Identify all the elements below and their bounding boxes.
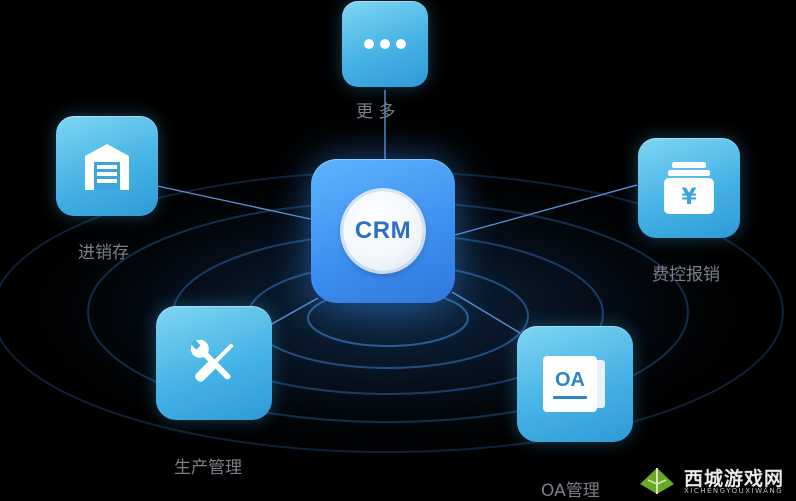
expense-button[interactable]: ¥: [638, 138, 740, 238]
connector-inventory: [156, 185, 316, 221]
more-dots-icon: [364, 39, 406, 49]
svg-text:¥: ¥: [681, 185, 697, 210]
watermark-subtitle: XICHENGYOUXIWANG: [684, 487, 784, 495]
oa-button[interactable]: OA: [517, 326, 633, 442]
warehouse-icon: [85, 144, 129, 190]
expense-label: 费控报销: [652, 265, 720, 285]
connector-production: [269, 297, 319, 326]
watermark: 西城游戏网 XICHENGYOUXIWANG: [636, 462, 794, 498]
oa-label: OA管理: [541, 481, 600, 501]
watermark-title: 西城游戏网: [684, 468, 785, 490]
tools-icon: [189, 338, 234, 382]
oa-icon-text: OA: [555, 369, 585, 391]
connector-expense: [454, 184, 638, 236]
yen-wallet-icon: ¥: [664, 162, 714, 214]
production-label: 生产管理: [174, 458, 242, 478]
production-button[interactable]: [156, 306, 272, 420]
more-button[interactable]: [342, 1, 428, 87]
oa-document-icon: OA: [543, 356, 607, 412]
leaf-logo-icon: [640, 468, 674, 494]
crm-badge: CRM: [343, 191, 423, 271]
inventory-button[interactable]: [56, 116, 158, 216]
crm-title: CRM: [354, 217, 412, 244]
more-label: 更 多: [356, 102, 396, 122]
connector-oa: [451, 291, 521, 334]
crm-hub[interactable]: CRM: [311, 159, 455, 303]
inventory-label: 进销存: [78, 243, 129, 263]
